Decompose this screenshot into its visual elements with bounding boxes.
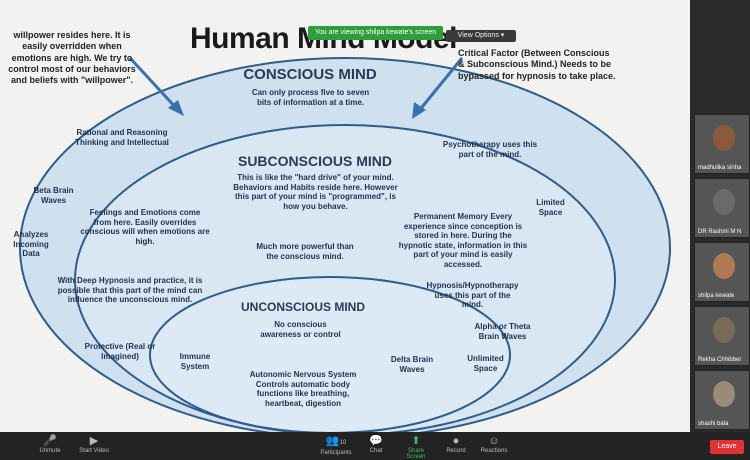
permanent-memory-label: Permanent Memory Every experience since … [398, 212, 528, 269]
immune-label: Immune System [179, 352, 211, 371]
unconscious-ellipse [149, 276, 511, 432]
avatar [713, 317, 735, 343]
feelings-label: Feelings and Emotions come from here. Ea… [80, 208, 210, 246]
reactions-button[interactable]: ☺ Reactions [476, 434, 512, 454]
participant-name: shilpa kewate [698, 293, 735, 299]
protective-label: Protective (Real or Imagined) [84, 342, 156, 361]
participants-count: 10 [339, 440, 347, 446]
avatar [713, 253, 735, 279]
share-screen-label: Share Screen [406, 448, 426, 460]
arrow-right-head [412, 102, 426, 119]
avatar [713, 381, 735, 407]
arrow-left-shaft [128, 56, 180, 112]
unconscious-desc: No conscious awareness or control [260, 320, 341, 339]
leave-button[interactable]: Leave [710, 440, 744, 454]
participant-name: DR Rashmi M N [698, 229, 742, 235]
powerful-label: Much more powerful than the conscious mi… [256, 242, 354, 261]
autonomic-label: Autonomic Nervous System Controls automa… [249, 370, 357, 408]
unmute-label: Unmute [39, 448, 61, 454]
share-screen-button[interactable]: ⬆ Share Screen [398, 434, 434, 460]
rational-label: Rational and Reasoning Thinking and Inte… [75, 128, 169, 147]
arrow-right-shaft [416, 57, 464, 113]
conscious-header: CONSCIOUS MIND [243, 66, 377, 83]
unconscious-header: UNCONSCIOUS MIND [240, 300, 365, 314]
video-camera-icon: ▶ [89, 435, 99, 447]
participant-tile[interactable]: shilpa kewate [694, 242, 750, 302]
participants-icon: 👥10 [325, 435, 347, 447]
share-screen-icon: ⬆ [411, 435, 421, 447]
chat-button[interactable]: 💬 Chat [358, 434, 394, 454]
participant-name: shashi bala [698, 421, 729, 427]
avatar [713, 125, 735, 151]
start-video-label: Start Video [79, 448, 109, 454]
chat-label: Chat [369, 448, 383, 454]
hypnotherapy-label: Hypnosis/Hypnotherapy uses this part of … [426, 281, 519, 310]
conscious-desc: Can only process five to seven bits of i… [251, 88, 370, 107]
reactions-label: Reactions [480, 448, 508, 454]
avatar [713, 189, 735, 215]
shared-slide: Human Mind Model willpower resides here.… [0, 0, 690, 432]
chat-icon: 💬 [369, 435, 383, 447]
participant-tile[interactable]: shashi bala [694, 370, 750, 430]
alpha-theta-label: Alpha or Theta Brain Waves [474, 322, 531, 341]
participant-tile[interactable]: madhulika sinha [694, 114, 750, 174]
participants-button[interactable]: 👥10 Participants [318, 434, 354, 456]
limited-space-label: Limited Space [536, 198, 565, 217]
view-options-button[interactable]: View Options ▾ [446, 30, 516, 42]
smile-icon: ☺ [488, 435, 500, 447]
critical-factor-note: Critical Factor (Between Conscious & Sub… [458, 48, 616, 81]
arrow-left-head [168, 100, 184, 116]
participants-label: Participants [320, 450, 352, 456]
participant-name: Rekha Chhibber [698, 357, 742, 363]
microphone-icon: 🎤 [43, 435, 57, 447]
deep-hypnosis-label: With Deep Hypnosis and practice, it is p… [57, 276, 203, 305]
record-icon: ● [452, 435, 460, 447]
participant-tile[interactable]: Rekha Chhibber [694, 306, 750, 366]
subconscious-desc: This is like the "hard drive" of your mi… [233, 173, 398, 211]
record-button[interactable]: ● Record [438, 434, 474, 454]
participant-name: madhulika sinha [698, 165, 742, 171]
psychotherapy-label: Psychotherapy uses this part of the mind… [442, 140, 538, 159]
participant-tile[interactable]: DR Rashmi M N [694, 178, 750, 238]
unlimited-space-label: Unlimited Space [467, 354, 504, 373]
mind-diagram [19, 56, 671, 432]
delta-waves-label: Delta Brain Waves [390, 355, 434, 374]
meeting-toolbar: 🎤 Unmute ▶ Start Video 👥10 Participants … [0, 432, 750, 460]
record-label: Record [446, 448, 466, 454]
willpower-note: willpower resides here. It is easily ove… [8, 30, 136, 85]
subconscious-header: SUBCONSCIOUS MIND [237, 153, 392, 169]
participant-strip: madhulika sinha DR Rashmi M N shilpa kew… [690, 110, 750, 435]
start-video-button[interactable]: ▶ Start Video [76, 434, 112, 454]
analyzes-label: Analyzes Incoming Data [13, 230, 49, 259]
screen-share-banner: You are viewing shilpa kewate's screen [308, 26, 443, 40]
beta-waves-label: Beta Brain Waves [33, 186, 74, 205]
unmute-button[interactable]: 🎤 Unmute [32, 434, 68, 454]
